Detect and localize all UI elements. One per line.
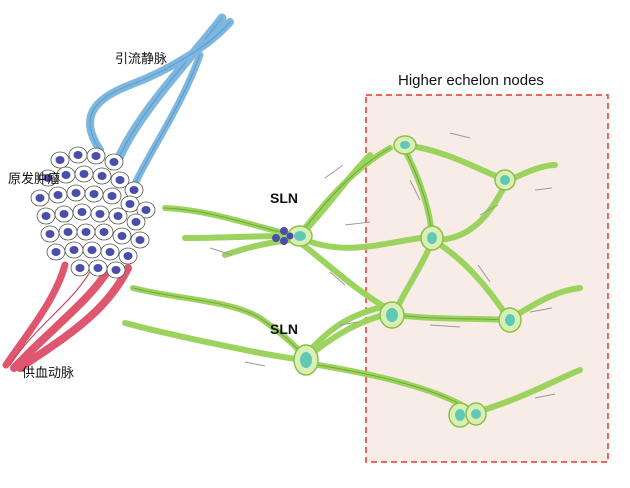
sentinel-node-upper <box>272 225 313 247</box>
higher-echelon-node <box>420 225 444 251</box>
sln-upper-label: SLN <box>270 190 298 206</box>
higher-echelon-node <box>379 301 405 329</box>
feeding-arteries-label: 供血动脉 <box>22 366 75 381</box>
sentinel-node-lower <box>293 344 319 376</box>
higher-echelon-heading: Higher echelon nodes <box>398 72 544 89</box>
feeding-arteries <box>2 261 132 372</box>
draining-veins-label: 引流静脉 <box>115 52 168 67</box>
primary-tumor-label: 原发肿瘤 <box>8 172 61 187</box>
higher-echelon-node <box>393 135 417 155</box>
draining-veins <box>86 13 234 194</box>
higher-echelon-node <box>494 169 516 191</box>
higher-echelon-node <box>498 307 522 333</box>
sln-lower-label: SLN <box>270 321 298 337</box>
flow-arrows <box>209 132 556 399</box>
higher-echelon-node <box>465 402 487 426</box>
primary-tumor <box>30 146 156 279</box>
